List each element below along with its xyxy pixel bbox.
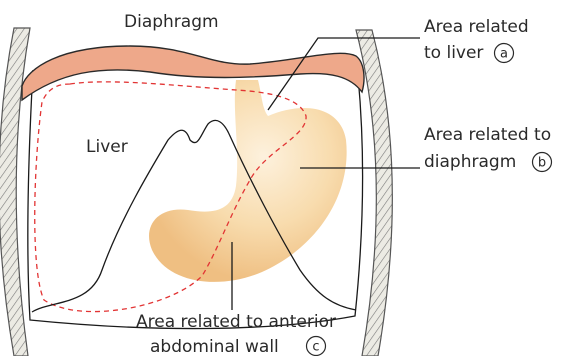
area-liver-label-line2: to liver	[424, 43, 483, 63]
stomach	[149, 80, 347, 282]
area-diaphragm-label-line2: diaphragm	[424, 152, 516, 172]
area-wall-label-line2: abdominal wall	[150, 337, 279, 356]
marker-a: a	[500, 47, 508, 62]
diaphragm	[22, 46, 364, 100]
liver-label: Liver	[86, 137, 128, 157]
marker-c: c	[312, 340, 319, 355]
diaphragm-label: Diaphragm	[124, 12, 219, 32]
area-liver-label-line1: Area related	[424, 17, 529, 37]
area-wall-label-line1: Area related to anterior	[136, 312, 336, 332]
area-diaphragm-label-line1: Area related to	[424, 125, 551, 145]
marker-b: b	[538, 156, 546, 171]
left-chest-wall	[0, 28, 30, 356]
